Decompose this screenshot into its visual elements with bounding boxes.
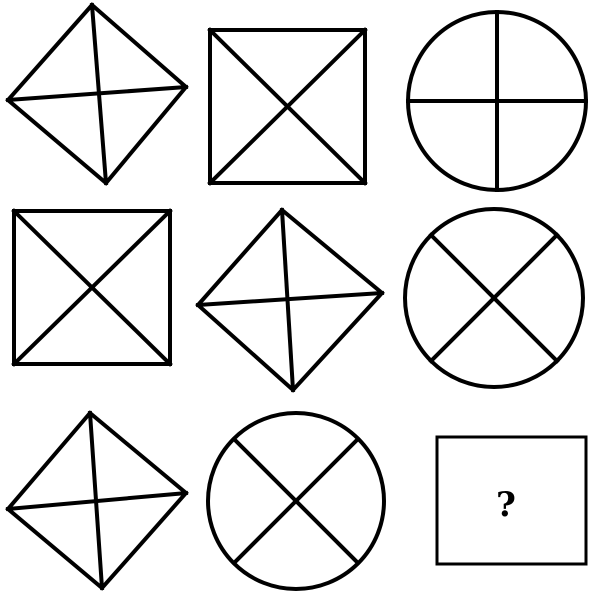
square-diagonal [11,208,173,367]
answer-box[interactable]: ? [435,435,588,566]
circle-diagonal [231,436,361,566]
diamond-diagonal [5,84,189,103]
diamond-diagonal [5,490,189,512]
figure-r2c3-circle-with-x [403,207,585,389]
figure-r2c2-diamond-with-cross [195,207,385,393]
square-outline [12,209,172,366]
circle-diagonal [428,232,560,364]
circle-outline [403,207,585,389]
figure-r1c3-circle-with-cross [406,10,588,192]
circle-outline [206,411,386,591]
figure-r3c1-diamond-with-cross [5,410,189,591]
figure-r1c2-square-with-x [207,27,368,186]
figure-r2c1-square-with-x [11,208,173,367]
square-outline [208,28,367,185]
answer-box-outline [435,435,588,566]
diamond-diagonal [195,290,385,308]
figure-r3c2-circle-with-x [206,411,386,591]
question-mark: ? [496,485,516,525]
square-diagonal [207,27,368,186]
figure-r1c1-diamond-with-cross [5,2,189,186]
